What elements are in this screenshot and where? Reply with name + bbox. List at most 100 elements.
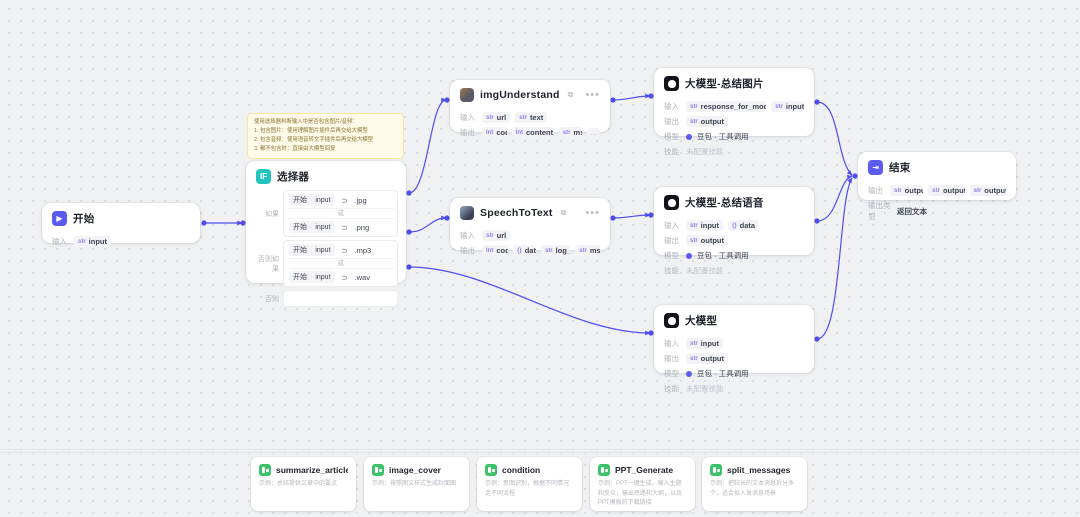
condition-variable: 开始 · input	[289, 221, 335, 233]
note-line: 1. 包含图片：使用理解图片插件后再交给大模型	[254, 127, 368, 134]
else-branch-box[interactable]	[283, 290, 398, 307]
skill-label: 技能	[664, 384, 679, 393]
param-chip: {} data	[728, 220, 760, 231]
output-row: 输出 str output	[664, 353, 804, 364]
note-line: 2. 包含音频：使用语音转文字插件后再交给大模型	[254, 136, 374, 143]
param-chip: str output	[686, 116, 728, 127]
param-chip: str input	[771, 101, 804, 112]
output-row: 输出 str output str output1 str output2	[868, 185, 1006, 196]
node-llm-summarize-image[interactable]: 大模型-总结图片 输入 str response_for_model str i…	[654, 68, 814, 156]
plugin-avatar-icon	[460, 88, 474, 102]
input-row: 输入 str input {} data	[664, 220, 804, 231]
node-menu-icon[interactable]: •••	[585, 89, 600, 101]
param-chip: str url	[482, 112, 511, 123]
copy-icon[interactable]: ⧉	[567, 90, 574, 99]
condition-row[interactable]: 开始 · input ⊃ .jpg	[287, 193, 394, 207]
node-end-header: ⇥ 结束	[858, 152, 1016, 179]
llm-icon	[664, 313, 679, 328]
template-card-condition[interactable]: condition 示例：意图识别，根据不同情况走不同流程	[477, 457, 582, 511]
node-start[interactable]: ▶ 开始 输入 str input	[42, 203, 200, 247]
input-row: 输入 str response_for_model str input	[664, 101, 804, 112]
condition-operator: ⊃	[341, 195, 348, 205]
param-chip: str output	[686, 235, 728, 246]
llm-icon	[664, 76, 679, 91]
input-row: 输入 str url str text	[460, 112, 600, 123]
node-llm-summarize-image-title: 大模型-总结图片	[685, 78, 764, 90]
comment-note[interactable]: 使用选择器判断输入中是否包含图片/音频： 1. 包含图片：使用理解图片插件后再交…	[247, 113, 404, 159]
input-row: 输入 str input	[664, 338, 804, 349]
canvas-divider-top	[0, 449, 1080, 450]
copy-icon[interactable]: ⧉	[560, 208, 567, 217]
node-speech-to-text-header: SpeechToText ⧉ •••	[450, 198, 610, 224]
llm-icon	[664, 195, 679, 210]
plugin-avatar-icon	[460, 206, 474, 220]
node-end[interactable]: ⇥ 结束 输出 str output str output1 str outpu…	[858, 152, 1016, 221]
skill-value: 未配置技能	[686, 266, 724, 275]
condition-variable: 开始 · input	[289, 271, 335, 283]
card-description: 示例：PPT一键生成，输入主题和受众，输出思路和大纲，以及PPT模板的下载链接	[598, 481, 683, 507]
input-row: 输入 str url	[460, 230, 600, 241]
node-llm-plain-body: 输入 str input 输出 str output 模型 豆包 · 工具调用 …	[654, 332, 814, 403]
node-start-input-row: 输入 str input	[52, 236, 190, 247]
node-llm-summarize-audio[interactable]: 大模型-总结语音 输入 str input {} data 输出 str out…	[654, 187, 814, 275]
workflow-icon	[485, 464, 497, 476]
node-img-understand-title: imgUnderstand	[480, 89, 560, 101]
card-title: split_messages	[727, 465, 791, 475]
condition-row[interactable]: 开始 · input ⊃ .mp3	[287, 243, 394, 257]
node-menu-icon[interactable]: •••	[585, 207, 600, 219]
skill-label: 技能	[664, 266, 679, 275]
condition-operator: ⊃	[341, 272, 348, 282]
skill-label: 技能	[664, 147, 679, 156]
node-llm-plain[interactable]: 大模型 输入 str input 输出 str output 模型 豆包 · 工…	[654, 305, 814, 393]
more-params-icon[interactable]: ...	[587, 127, 600, 138]
condition-row[interactable]: 开始 · input ⊃ .wav	[287, 270, 394, 284]
param-chip: str log_id	[540, 245, 571, 256]
condition-group-label: 否则如果	[258, 255, 279, 273]
param-chip: Int content_type	[511, 127, 554, 138]
condition-value: .wav	[354, 272, 370, 282]
condition-variable: 开始 · input	[289, 194, 335, 206]
output-label: 输出	[460, 246, 475, 255]
param-chip: str output	[686, 353, 728, 364]
output-label: 输出	[868, 186, 883, 195]
node-selector[interactable]: IF 选择器 如果 开始 · input ⊃ .jpg 或 开始	[246, 161, 406, 307]
output-label: 输出	[664, 117, 679, 126]
model-row: 模型 豆包 · 工具调用	[664, 368, 804, 379]
condition-value: .mp3	[354, 245, 372, 255]
condition-box[interactable]: 开始 · input ⊃ .mp3 或 开始 · input ⊃ .wav	[283, 240, 398, 287]
canvas-divider-bottom	[0, 452, 1080, 453]
node-llm-summarize-image-body: 输入 str response_for_model str input 输出 s…	[654, 95, 814, 166]
if-icon: IF	[256, 169, 271, 184]
card-title: image_cover	[389, 465, 441, 475]
node-img-understand-body: 输入 str url str text 输出 Int code Int cont…	[450, 106, 610, 147]
condition-operator: ⊃	[341, 222, 348, 232]
param-chip: str output2	[969, 185, 1006, 196]
node-img-understand[interactable]: imgUnderstand ⧉ ••• 输入 str url str text …	[450, 80, 610, 138]
condition-group-label: 否则	[265, 295, 279, 303]
card-description: 示例：总结提供文章中的要点	[259, 481, 338, 487]
end-icon: ⇥	[868, 160, 883, 175]
node-llm-plain-header: 大模型	[654, 305, 814, 332]
card-title: PPT_Generate	[615, 465, 674, 475]
template-card-image-cover[interactable]: image_cover 示例：按照图文样式生成封面图	[364, 457, 469, 511]
template-card-summarize-article[interactable]: summarize_article 示例：总结提供文章中的要点	[251, 457, 356, 511]
output-row: 输出 str output	[664, 116, 804, 127]
condition-operator: ⊃	[341, 245, 348, 255]
template-card-ppt-generate[interactable]: PPT_Generate 示例：PPT一键生成，输入主题和受众，输出思路和大纲，…	[590, 457, 695, 511]
node-speech-to-text-body: 输入 str url 输出 Int code {} data str log_i…	[450, 224, 610, 265]
param-chip: str input	[686, 338, 723, 349]
card-description: 示例：按照图文样式生成封面图	[372, 481, 457, 487]
model-row: 模型 豆包 · 工具调用	[664, 131, 804, 142]
condition-row[interactable]: 开始 · input ⊃ .png	[287, 220, 394, 234]
input-label: 输入	[664, 102, 679, 111]
node-llm-plain-title: 大模型	[685, 315, 718, 327]
node-end-title: 结束	[889, 162, 911, 174]
output-row: 输出 Int code Int content_type str msg ...	[460, 127, 600, 138]
param-chip: Int code	[482, 245, 509, 256]
model-row: 模型 豆包 · 工具调用	[664, 250, 804, 261]
param-chip: Int code	[482, 127, 507, 138]
node-speech-to-text[interactable]: SpeechToText ⧉ ••• 输入 str url 输出 Int cod…	[450, 198, 610, 256]
template-card-split-messages[interactable]: split_messages 示例：把较长的文本消息拆分多个，适合拟人发消息场景	[702, 457, 807, 511]
output-label: 输出	[664, 236, 679, 245]
condition-box[interactable]: 开始 · input ⊃ .jpg 或 开始 · input ⊃ .png	[283, 190, 398, 237]
